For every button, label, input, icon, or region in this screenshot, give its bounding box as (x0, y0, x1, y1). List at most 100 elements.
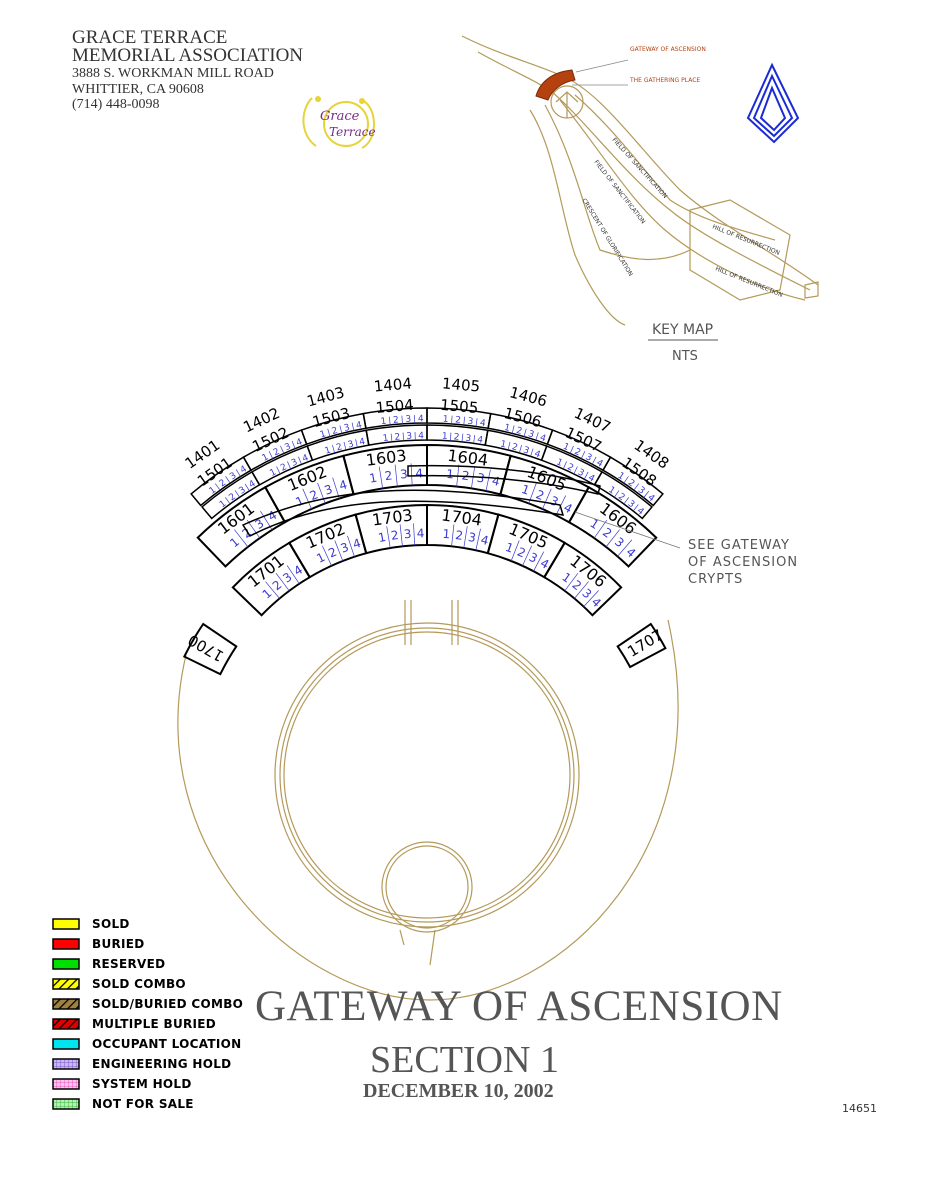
space-number: 3 (280, 570, 294, 586)
space-number: 4 (301, 453, 310, 464)
space-number: 2 (616, 492, 626, 503)
plot-block-label: 1704 (440, 505, 483, 529)
space-number: 2 (573, 447, 582, 458)
grace-terrace-logo: Grace Terrace (302, 96, 376, 149)
space-number: 1 (442, 415, 448, 425)
legend-label: MULTIPLE BURIED (92, 1017, 217, 1031)
space-number: 4 (533, 449, 542, 460)
space-number: 3 (347, 439, 355, 450)
legend-item: ENGINEERING HOLD (52, 1056, 231, 1072)
space-number: 4 (538, 433, 547, 444)
key-map-area-label: HILL OF RESURRECTION (714, 265, 783, 298)
space-number: 4 (595, 458, 605, 470)
space-number: 2 (335, 442, 343, 453)
see-note-line-3: CRYPTS (688, 572, 743, 587)
space-number: 1 (377, 530, 387, 545)
legend-label: SYSTEM HOLD (92, 1077, 192, 1091)
space-number: 1 (442, 432, 448, 442)
legend-label: SOLD COMBO (92, 977, 186, 991)
space-number: 3 (576, 467, 586, 479)
section-title: SECTION 1 (370, 1039, 559, 1081)
space-number: 4 (645, 493, 656, 505)
space-number: 2 (393, 415, 400, 425)
space-number: 1 (499, 439, 507, 450)
legend-label: ENGINEERING HOLD (92, 1057, 232, 1071)
space-number: 1 (503, 540, 515, 556)
key-map-area-label: CRESCENT OF GLORIFICATION (580, 197, 634, 277)
key-map-scale: NTS (672, 349, 698, 364)
plot-block-1700[interactable]: 1700 (182, 622, 238, 676)
see-note-line-1: SEE GATEWAY (688, 538, 790, 553)
space-number: 4 (417, 526, 425, 540)
space-number: 3 (323, 482, 335, 498)
space-number: 1 (561, 442, 570, 453)
space-number: 3 (467, 417, 474, 428)
legend-item: SOLD (52, 916, 130, 932)
legend-swatch (52, 1018, 80, 1030)
space-number: 1 (319, 429, 327, 440)
space-number: 4 (239, 464, 249, 476)
key-map (461, 35, 819, 326)
legend-swatch (52, 1058, 80, 1070)
phone-number: (714) 448-0098 (72, 97, 160, 112)
logo-text-terrace: Terrace (329, 125, 376, 139)
space-number: 2 (455, 415, 462, 425)
key-map-leader-line-1 (575, 59, 629, 73)
legend-swatch (52, 1038, 80, 1050)
space-number: 4 (476, 435, 483, 446)
space-number: 2 (565, 462, 574, 473)
plot-block-1707[interactable]: 1707 (616, 622, 667, 669)
space-number: 4 (295, 437, 304, 448)
space-number: 1 (559, 570, 573, 586)
legend-label: SOLD/BURIED COMBO (92, 997, 244, 1011)
space-number: 1 (260, 586, 275, 602)
legend-label: BURIED (92, 937, 145, 951)
space-number: 1 (218, 499, 229, 510)
space-number: 2 (270, 578, 285, 594)
legend-swatch (52, 958, 80, 970)
space-number: 4 (479, 533, 490, 548)
legend-item: MULTIPLE BURIED (52, 1016, 216, 1032)
key-map-gathering-callout: THE GATHERING PLACE (629, 77, 700, 84)
legend-swatch (52, 918, 80, 930)
space-number: 3 (636, 485, 647, 496)
space-number: 4 (418, 414, 424, 424)
see-note-line-2: OF ASCENSION (688, 555, 798, 570)
legend-item: SOLD/BURIED COMBO (52, 996, 243, 1012)
address-line-1: 3888 S. WORKMAN MILL ROAD (72, 66, 274, 81)
space-number: 3 (403, 527, 412, 542)
legend-item: NOT FOR SALE (52, 1096, 194, 1112)
legend-item: OCCUPANT LOCATION (52, 1036, 242, 1052)
space-number: 3 (476, 471, 486, 486)
see-note-leader (574, 511, 681, 549)
space-number: 1 (380, 417, 387, 428)
key-map-area-label: HILL OF RESURRECTION (711, 223, 780, 256)
key-map-label: KEY MAP (652, 322, 713, 338)
space-number: 3 (237, 485, 247, 497)
space-number: 4 (415, 466, 423, 480)
space-number: 1 (616, 471, 626, 483)
legend-swatch (52, 998, 80, 1010)
space-number: 4 (359, 437, 367, 448)
crypt-band (407, 464, 601, 495)
space-number: 4 (586, 473, 596, 485)
walkway-paths (177, 600, 679, 1001)
space-number: 3 (405, 415, 411, 425)
space-number: 3 (584, 452, 594, 464)
legend-swatch (52, 1078, 80, 1090)
space-number: 3 (467, 530, 477, 545)
plot-block-label: 1703 (371, 505, 414, 529)
plot-block-label: 1404 (373, 374, 413, 395)
space-number: 1 (261, 452, 271, 464)
space-number: 2 (511, 442, 519, 453)
